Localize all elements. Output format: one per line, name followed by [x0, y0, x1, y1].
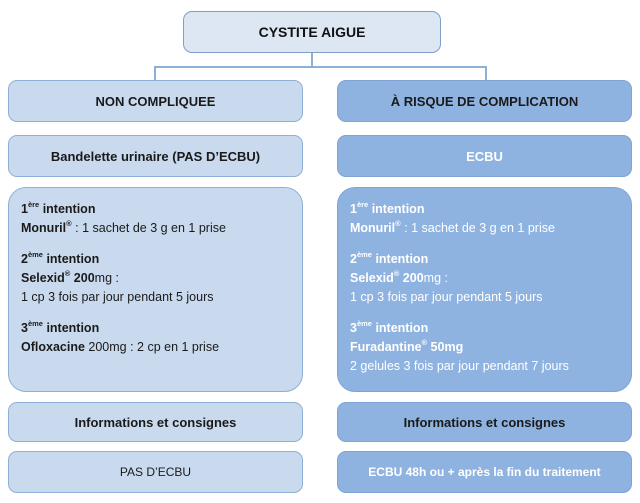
posology-line: 1 cp 3 fois par jour pendant 5 jours [21, 290, 214, 304]
left-test-text: Bandelette urinaire (PAS D’ECBU) [50, 148, 261, 164]
rank-word: intention [368, 202, 425, 216]
drug-name-text: Monuril [350, 221, 396, 235]
registered-mark: ® [66, 219, 72, 228]
drug-unit: mg : [423, 271, 448, 285]
treatment-rank: 1ère intention [350, 200, 631, 219]
rank-number: 2 [350, 252, 357, 266]
drug-name-text: Ofloxacine [21, 340, 85, 354]
rank-suffix: ème [356, 250, 372, 259]
right-followup-box: ECBU 48h ou + après la fin du traitement [337, 451, 632, 493]
drug-dose: 200 [70, 271, 95, 285]
drug-name-text: Selexid [350, 271, 394, 285]
treatment-rank: 2ème intention [350, 250, 631, 269]
rank-number: 3 [21, 321, 28, 335]
treatment-drug-line: Monuril® : 1 sachet de 3 g en 1 prise [21, 219, 302, 238]
connector-horizontal [154, 66, 486, 68]
rank-word: intention [371, 252, 429, 266]
left-followup-box: PAS D’ECBU [8, 451, 303, 493]
rank-number: 2 [21, 252, 28, 266]
left-header-box: NON COMPLIQUEE [8, 80, 303, 122]
posology-line: 2 gelules 3 fois par jour pendant 7 jour… [350, 359, 569, 373]
posology-line: : 1 sachet de 3 g en 1 prise [400, 221, 555, 235]
right-followup-text: ECBU 48h ou + après la fin du traitement [368, 465, 601, 479]
treatment-drug-line: Ofloxacine 200mg : 2 cp en 1 prise [21, 338, 302, 357]
drug-name: Selexid® 200 [350, 269, 424, 285]
treatment-rank: 3ème intention [21, 319, 302, 338]
left-test-box: Bandelette urinaire (PAS D’ECBU) [8, 135, 303, 177]
rank-word: intention [42, 252, 100, 266]
treatment-drug-line: Furadantine® 50mg [350, 338, 631, 357]
rank-word: intention [42, 321, 100, 335]
drug-name-text: Selexid [21, 271, 65, 285]
treatment-rank: 1ère intention [21, 200, 302, 219]
treatment-rank-label: 3ème intention [350, 319, 429, 335]
right-info-box: Informations et consignes [337, 402, 632, 442]
left-header-text: NON COMPLIQUEE [95, 93, 216, 109]
registered-mark: ® [421, 338, 428, 347]
right-header-text: À RISQUE DE COMPLICATION [390, 93, 579, 109]
right-test-box: ECBU [337, 135, 632, 177]
treatment-rank: 3ème intention [350, 319, 631, 338]
rank-suffix: ère [27, 200, 40, 209]
drug-name: Monuril® [21, 219, 72, 235]
rank-number: 1 [21, 202, 28, 216]
drug-name: Ofloxacine [21, 340, 85, 354]
rank-word: intention [39, 202, 96, 216]
rank-number: 3 [350, 321, 357, 335]
drug-name-text: Furadantine [350, 340, 422, 354]
treatment-drug-line: Selexid® 200mg : [350, 269, 631, 288]
connector-vertical-top [311, 52, 313, 67]
rank-word: intention [371, 321, 429, 335]
left-followup-text: PAS D’ECBU [119, 465, 192, 479]
rank-number: 1 [350, 202, 357, 216]
right-header-box: À RISQUE DE COMPLICATION [337, 80, 632, 122]
treatment-rank: 2ème intention [21, 250, 302, 269]
right-info-text: Informations et consignes [403, 414, 566, 430]
title-box: CYSTITE AIGUE [183, 11, 441, 53]
drug-name: Furadantine® 50mg [350, 338, 464, 354]
drug-dose: 50mg [427, 340, 464, 354]
right-test-text: ECBU [466, 148, 503, 164]
posology-line: 1 cp 3 fois par jour pendant 5 jours [350, 290, 543, 304]
drug-name: Monuril® [350, 219, 401, 235]
left-info-box: Informations et consignes [8, 402, 303, 442]
rank-suffix: ème [27, 250, 43, 259]
drug-name-text: Monuril [21, 221, 67, 235]
drug-dose: 200 [399, 271, 424, 285]
registered-mark: ® [64, 269, 71, 278]
registered-mark: ® [393, 269, 400, 278]
rank-suffix: ème [356, 319, 372, 328]
treatment-rank-label: 1ère intention [350, 200, 425, 216]
treatment-rank-label: 2ème intention [350, 250, 429, 266]
drug-name: Selexid® 200 [21, 269, 95, 285]
treatment-drug-line: Selexid® 200mg : [21, 269, 302, 288]
treatment-rank-label: 2ème intention [21, 250, 100, 266]
posology-line: : 1 sachet de 3 g en 1 prise [71, 221, 226, 235]
treatment-rank-label: 3ème intention [21, 319, 100, 335]
drug-unit: mg : [94, 271, 119, 285]
treatment-rank-label: 1ère intention [21, 200, 96, 216]
connector-left-drop [154, 66, 156, 81]
treatment-drug-line: Monuril® : 1 sachet de 3 g en 1 prise [350, 219, 631, 238]
posology-line: 200mg : 2 cp en 1 prise [84, 340, 220, 354]
connector-right-drop [485, 66, 487, 81]
registered-mark: ® [395, 219, 401, 228]
left-info-text: Informations et consignes [74, 414, 237, 430]
title-text: CYSTITE AIGUE [258, 24, 366, 40]
rank-suffix: ème [27, 319, 43, 328]
rank-suffix: ère [356, 200, 369, 209]
